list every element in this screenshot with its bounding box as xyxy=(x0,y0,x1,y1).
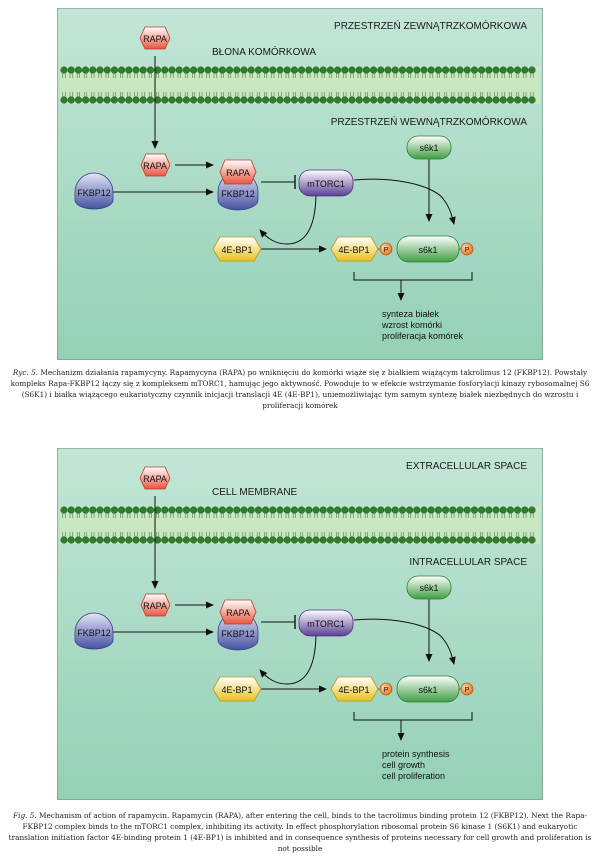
svg-text:s6k1: s6k1 xyxy=(419,583,438,593)
svg-text:P: P xyxy=(384,687,389,694)
svg-text:4E-BP1: 4E-BP1 xyxy=(338,245,369,255)
arrow-mtorc-to-s6k1 xyxy=(353,618,456,665)
extracellular-label: PRZESTRZEŃ ZEWNĄTRZKOMÓRKOWA xyxy=(334,19,527,32)
outcome-protein-synthesis: protein synthesis xyxy=(382,749,450,759)
outcome-cell-growth: wzrost komórki xyxy=(381,320,442,330)
diagram-panel-english: EXTRACELLULAR SPACE CELL MEMBRANE INTRAC… xyxy=(57,448,543,800)
cell-membrane xyxy=(60,506,540,544)
s6k1-phospho-complex: s6k1 P xyxy=(396,675,474,703)
s6k1-phospho-complex: s6k1 P xyxy=(396,235,474,263)
extracellular-label: EXTRACELLULAR SPACE xyxy=(406,461,527,472)
caption-english: Fig. 5. Mechanism of action of rapamycin… xyxy=(6,810,594,854)
rapa-extracellular: RAPA xyxy=(139,26,171,50)
svg-text:s6k1: s6k1 xyxy=(418,245,437,255)
bracket xyxy=(353,272,473,281)
svg-text:4E-BP1: 4E-BP1 xyxy=(221,245,252,255)
svg-text:FKBP12: FKBP12 xyxy=(77,188,111,198)
svg-text:mTORC1: mTORC1 xyxy=(307,179,345,189)
4ebp1-protein: 4E-BP1 xyxy=(212,236,262,262)
4ebp1-phospho-complex: 4E-BP1 P xyxy=(330,236,393,262)
outcome-protein-synthesis: synteza białek xyxy=(382,309,440,319)
rapa-intracellular: RAPA xyxy=(140,153,171,177)
svg-text:FKBP12: FKBP12 xyxy=(221,189,255,199)
diagram-panel-polish: PRZESTRZEŃ ZEWNĄTRZKOMÓRKOWA BŁONA KOMÓR… xyxy=(57,8,543,360)
svg-text:P: P xyxy=(384,247,389,254)
cell-membrane xyxy=(60,66,540,104)
intracellular-label: INTRACELLULAR SPACE xyxy=(409,557,527,568)
outcome-cell-proliferation: proliferacja komórek xyxy=(382,331,464,341)
arrow-mtorc-to-4ebp1 xyxy=(259,195,317,245)
svg-text:RAPA: RAPA xyxy=(226,608,250,618)
intracellular-label: PRZESTRZEŃ WEWNĄTRZKOMÓRKOWA xyxy=(331,115,528,128)
bracket xyxy=(353,712,473,721)
caption-polish-label: Ryc. 5. xyxy=(12,368,39,377)
rapa-extracellular: RAPA xyxy=(139,466,171,490)
svg-text:RAPA: RAPA xyxy=(226,168,250,178)
svg-text:P: P xyxy=(465,687,470,694)
caption-english-text: Mechanism of action of rapamycin. Rapamy… xyxy=(8,811,592,853)
arrow-mtorc-to-4ebp1 xyxy=(259,635,317,685)
mtorc1-complex: mTORC1 xyxy=(298,609,354,637)
svg-text:4E-BP1: 4E-BP1 xyxy=(221,685,252,695)
arrow-mtorc-to-s6k1 xyxy=(353,178,456,225)
svg-text:P: P xyxy=(465,247,470,254)
caption-polish: Ryc. 5. Mechanizm działania rapamycyny. … xyxy=(6,367,594,411)
rapa-intracellular: RAPA xyxy=(140,593,171,617)
mtorc1-complex: mTORC1 xyxy=(298,169,354,197)
caption-polish-text: Mechanizm działania rapamycyny. Rapamycy… xyxy=(10,368,590,410)
rapa-fkbp12-complex: RAPA FKBP12 xyxy=(217,599,259,651)
fkbp12-protein: FKBP12 xyxy=(74,172,114,210)
4ebp1-phospho-complex: 4E-BP1 P xyxy=(330,676,393,702)
svg-text:RAPA: RAPA xyxy=(143,161,167,171)
outcome-cell-growth: cell growth xyxy=(382,760,425,770)
4ebp1-protein: 4E-BP1 xyxy=(212,676,262,702)
svg-text:mTORC1: mTORC1 xyxy=(307,619,345,629)
membrane-label: BŁONA KOMÓRKOWA xyxy=(212,45,316,58)
svg-text:RAPA: RAPA xyxy=(143,601,167,611)
svg-text:4E-BP1: 4E-BP1 xyxy=(338,685,369,695)
svg-text:s6k1: s6k1 xyxy=(418,685,437,695)
s6k1-protein: s6k1 xyxy=(406,135,452,160)
diagram-svg: EXTRACELLULAR SPACE CELL MEMBRANE INTRAC… xyxy=(57,448,543,800)
svg-text:FKBP12: FKBP12 xyxy=(221,629,255,639)
rapa-fkbp12-complex: RAPA FKBP12 xyxy=(217,159,259,211)
svg-text:RAPA: RAPA xyxy=(143,474,167,484)
svg-text:s6k1: s6k1 xyxy=(419,143,438,153)
outcome-cell-proliferation: cell proliferation xyxy=(382,771,445,781)
s6k1-protein: s6k1 xyxy=(406,575,452,600)
svg-text:FKBP12: FKBP12 xyxy=(77,628,111,638)
diagram-svg: PRZESTRZEŃ ZEWNĄTRZKOMÓRKOWA BŁONA KOMÓR… xyxy=(57,8,543,360)
svg-text:RAPA: RAPA xyxy=(143,34,167,44)
caption-english-label: Fig. 5. xyxy=(13,811,37,820)
fkbp12-protein: FKBP12 xyxy=(74,612,114,650)
membrane-label: CELL MEMBRANE xyxy=(212,487,298,498)
